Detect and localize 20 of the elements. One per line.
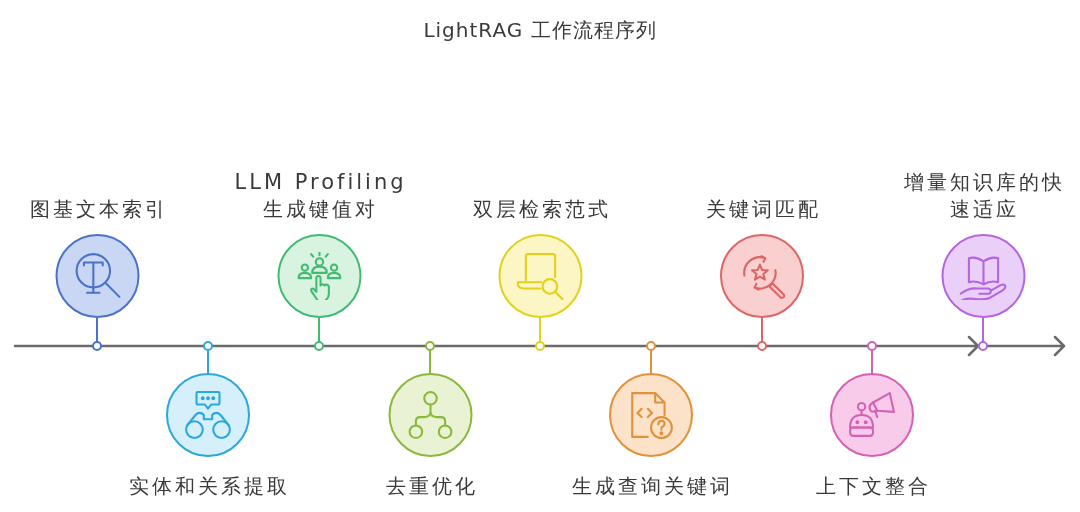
step-label: 实体和关系提取 [128, 473, 290, 500]
stem-line [757, 317, 767, 351]
stem-line [867, 341, 877, 374]
step-label: 生成查询关键词 [571, 473, 733, 500]
stem-line [314, 317, 324, 351]
step-label: 图基文本索引 [28, 196, 168, 223]
step-label: 双层检索范式 [471, 196, 611, 223]
step-label: 上下文整合 [815, 473, 931, 500]
step-label: 生成键值对 [262, 196, 378, 223]
title: LightRAG 工作流程序列 [423, 18, 657, 42]
step-label: 关键词匹配 [705, 196, 821, 223]
step-label: 去重优化 [384, 473, 478, 500]
step-label: LLM Profiling [233, 169, 407, 196]
stem-line [646, 341, 656, 374]
stem-line [535, 317, 545, 351]
stem-line [978, 317, 988, 351]
step-label: 增量知识库的快速适应 [903, 169, 1066, 223]
stem-line [203, 341, 213, 374]
stem-line [92, 317, 102, 351]
stem-line [425, 341, 435, 374]
